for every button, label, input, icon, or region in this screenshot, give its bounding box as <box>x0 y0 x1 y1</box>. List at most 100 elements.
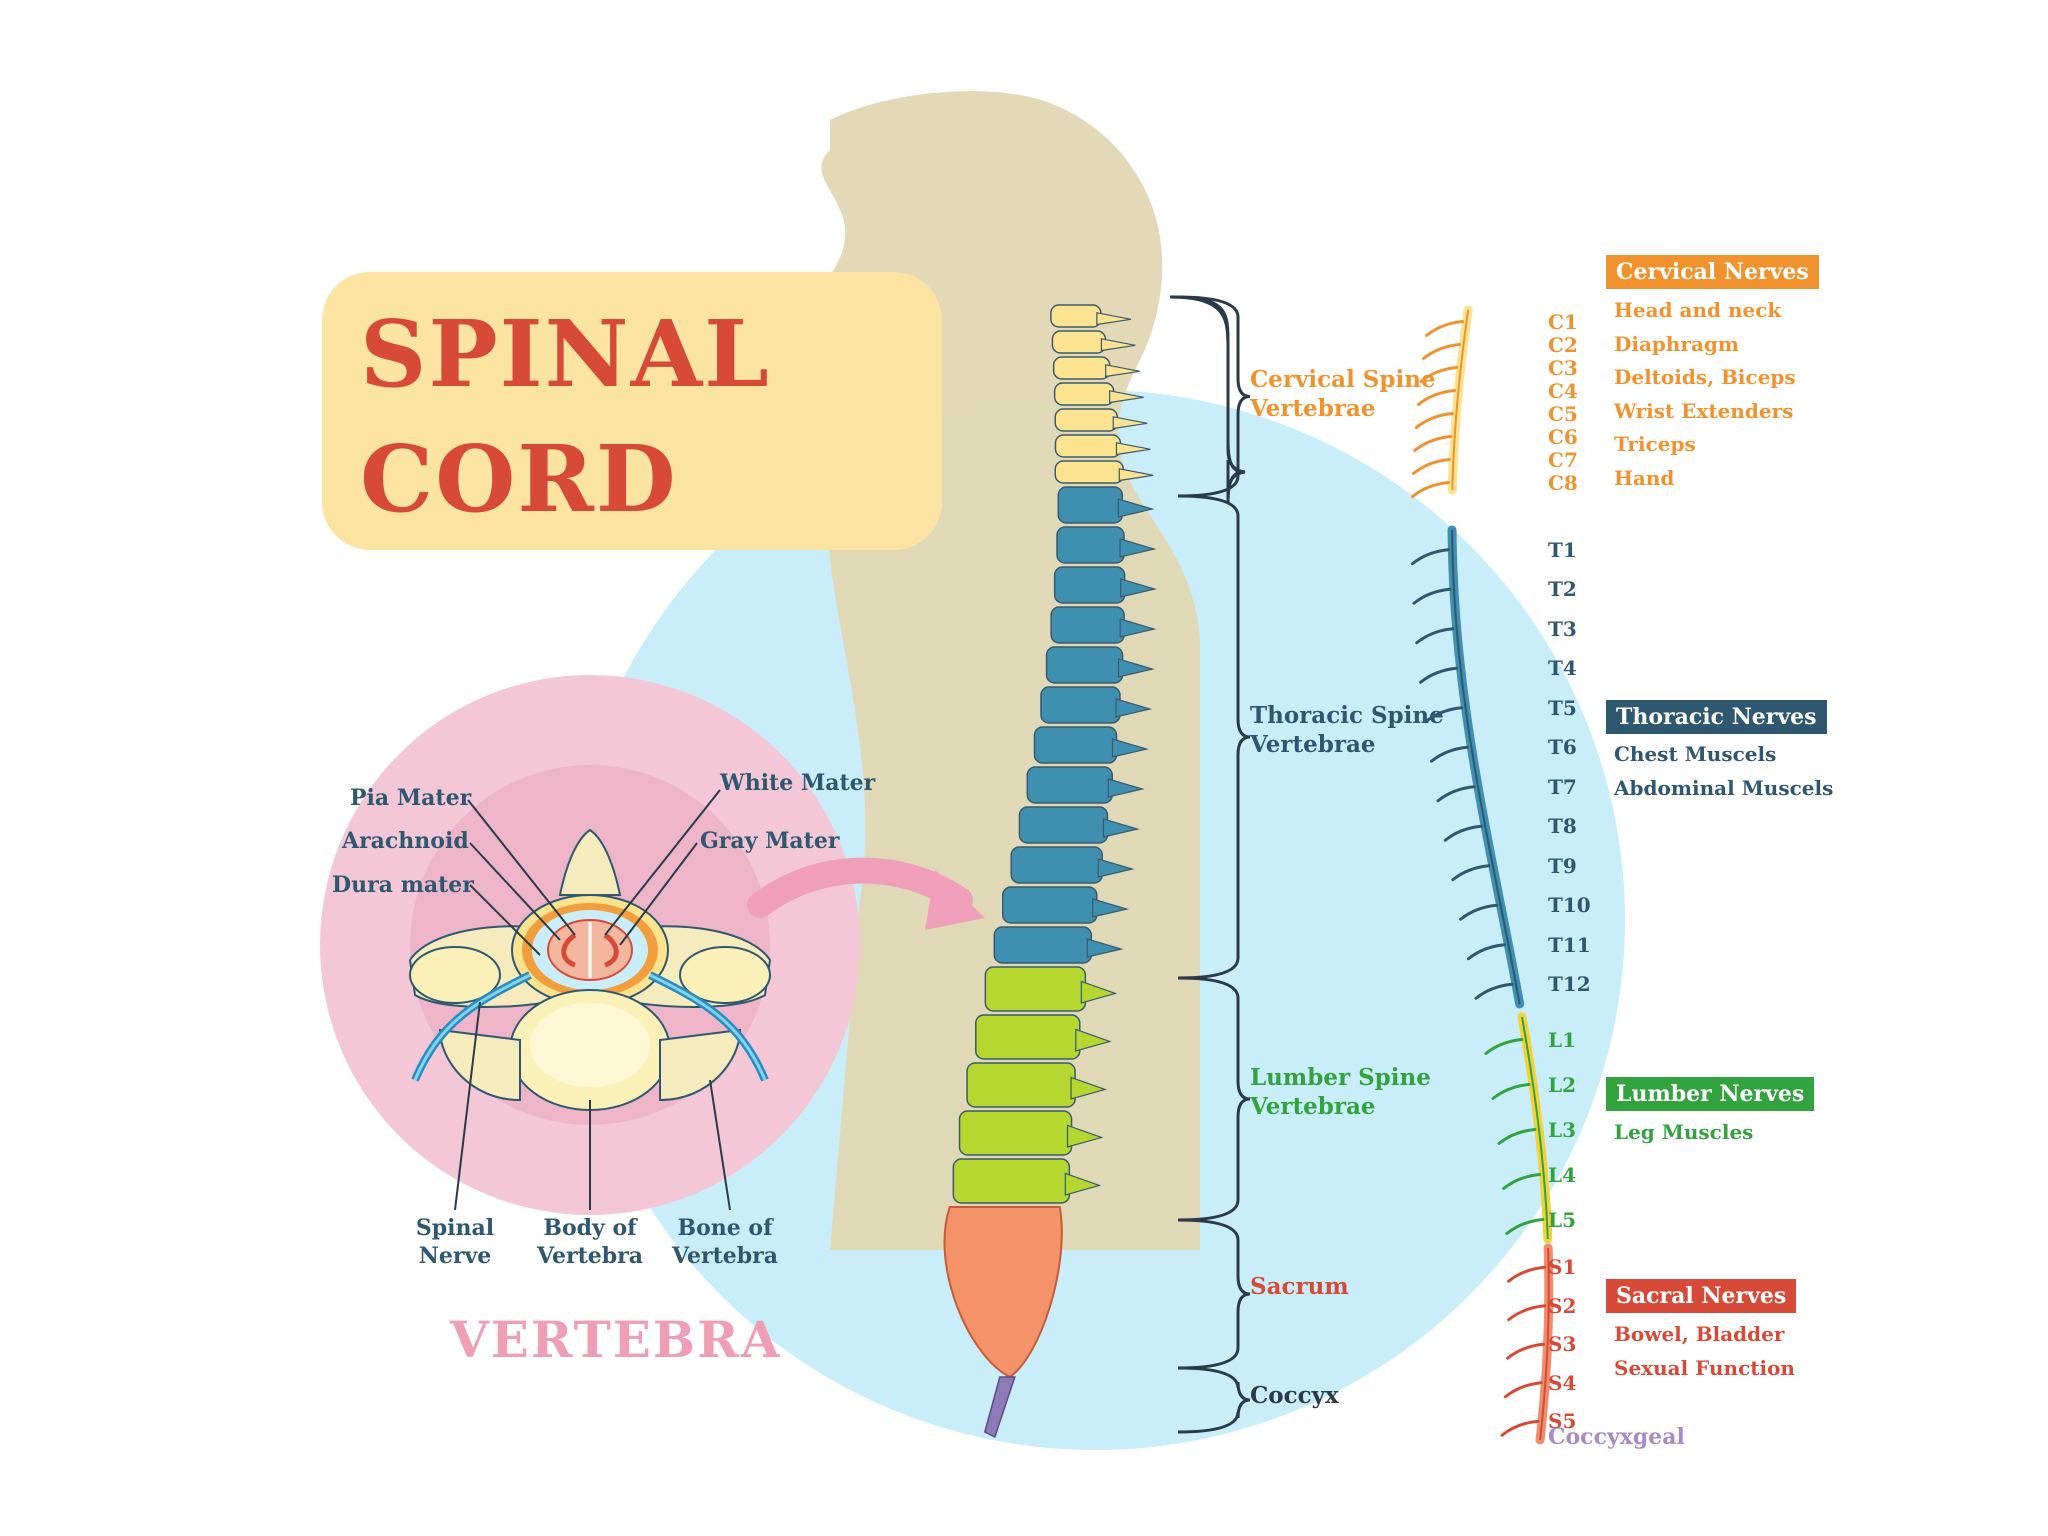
nerve-root-C7 <box>1411 458 1451 475</box>
region-cervical-line2: Vertebrae <box>1250 394 1376 422</box>
thoracic-vertebra-5 <box>1045 646 1155 684</box>
region-thoracic-line2: Vertebrae <box>1250 730 1376 758</box>
nerve-root-L5 <box>1505 1218 1545 1235</box>
cord-outline-3 <box>1539 1247 1550 1441</box>
thoracic-function-1: Chest Muscels <box>1614 742 1777 766</box>
label-bone-line1: Bone of <box>677 1215 773 1241</box>
thoracic-vertebra-7 <box>1033 726 1149 764</box>
cord-outline-0 <box>1451 309 1470 491</box>
segment-label-T12: T12 <box>1548 972 1591 997</box>
nerve-root-L2 <box>1491 1083 1531 1100</box>
nerve-root-C6 <box>1413 435 1453 452</box>
segment-label-T2: T2 <box>1548 577 1577 602</box>
segment-label-C1: C1 <box>1548 309 1578 334</box>
cord-outline-2 <box>1521 1016 1549 1240</box>
brace-1 <box>1177 295 1251 498</box>
segment-label-T1: T1 <box>1548 537 1577 562</box>
region-thoracic: Thoracic Spine Vertebrae <box>1250 702 1444 760</box>
thoracic-functions: Chest Muscels Abdominal Muscels <box>1614 738 1833 805</box>
region-thoracic-line1: Thoracic Spine <box>1250 702 1444 729</box>
vertebra-leader-lines <box>454 789 731 1211</box>
label-bone-of-vertebra: Bone of Vertebra <box>670 1215 780 1270</box>
cervical-functions: Head and neck Diaphragm Deltoids, Biceps… <box>1614 294 1796 495</box>
nerve-root-T9 <box>1451 864 1491 882</box>
spinal-cord-nerves <box>1410 305 1554 1445</box>
thoracic-vertebra-3 <box>1053 566 1157 604</box>
nerve-root-T1 <box>1410 548 1450 566</box>
cervical-function-2: Diaphragm <box>1614 331 1740 356</box>
nerve-root-L3 <box>1497 1128 1537 1145</box>
segment-label-T3: T3 <box>1548 616 1577 641</box>
nerve-root-T7 <box>1436 785 1476 803</box>
sacral-functions: Bowel, Bladder Sexual Function <box>1614 1318 1795 1385</box>
label-bone-line2: Vertebra <box>671 1242 779 1269</box>
thoracic-vertebra-9 <box>1018 806 1140 844</box>
nerve-root-T10 <box>1459 903 1499 921</box>
label-body-line1: Body of <box>543 1215 637 1241</box>
label-arachnoid: Arachnoid <box>342 828 469 854</box>
nerve-root-T12 <box>1474 982 1514 1000</box>
region-cervical-line1: Cervical Spine <box>1250 366 1436 393</box>
segment-label-T7: T7 <box>1548 774 1577 799</box>
label-spinal-nerve-line2: Nerve <box>418 1242 492 1269</box>
segment-label-S1: S1 <box>1548 1255 1577 1280</box>
nerve-root-L4 <box>1502 1173 1542 1190</box>
thoracic-function-2: Abdominal Muscels <box>1614 775 1834 800</box>
label-gray-mater: Gray Mater <box>700 828 840 854</box>
thoracic-vertebra-12 <box>993 926 1124 964</box>
cervical-function-5: Triceps <box>1614 432 1696 456</box>
vertebra-title: VERTEBRA <box>450 1310 782 1369</box>
nerve-root-L1 <box>1484 1038 1524 1055</box>
badge-sacral-nerves: Sacral Nerves <box>1606 1279 1797 1313</box>
cervical-function-6: Hand <box>1614 465 1675 490</box>
label-body-line2: Vertebra <box>536 1242 644 1269</box>
region-braces <box>1169 295 1246 505</box>
segment-label-L5: L5 <box>1548 1207 1576 1232</box>
region-lumber-line1: Lumber Spine <box>1250 1064 1431 1091</box>
label-body-of-vertebra: Body of Vertebra <box>535 1215 645 1270</box>
nerve-root-C1 <box>1425 320 1465 337</box>
segment-label-T4: T4 <box>1548 656 1577 681</box>
label-dura-mater: Dura mater <box>332 872 474 898</box>
cord-segment-0 <box>1447 305 1473 495</box>
thoracic-vertebra-6 <box>1040 686 1153 724</box>
lumbar-vertebra-3 <box>966 1062 1108 1108</box>
thoracic-vertebra-1 <box>1057 486 1155 524</box>
brace-5 <box>1177 1366 1251 1434</box>
segment-label-C6: C6 <box>1548 424 1578 449</box>
brace-4 <box>1177 1218 1251 1370</box>
thoracic-vertebra-10 <box>1010 846 1135 884</box>
cervical-vertebra-4 <box>1053 382 1144 406</box>
badge-lumber-nerves: Lumber Nerves <box>1606 1077 1815 1111</box>
label-spinal-nerve: Spinal Nerve <box>405 1215 505 1270</box>
label-white-mater: White Mater <box>720 770 876 796</box>
nerve-root-T4 <box>1419 666 1459 684</box>
thoracic-vertebra-8 <box>1026 766 1145 804</box>
segment-label-T9: T9 <box>1548 853 1577 878</box>
nerve-root-S2 <box>1507 1304 1547 1322</box>
brace-3 <box>1177 976 1251 1222</box>
cervical-vertebra-3 <box>1052 356 1140 380</box>
nerve-root-C2 <box>1422 343 1462 360</box>
segment-label-T8: T8 <box>1548 814 1577 839</box>
thoracic-vertebra-4 <box>1050 606 1157 644</box>
nerve-root-T2 <box>1412 587 1452 605</box>
lumbar-vertebra-4 <box>958 1110 1104 1156</box>
thoracic-vertebra-2 <box>1056 526 1157 564</box>
nerve-root-T11 <box>1466 943 1506 961</box>
nerve-root-C4 <box>1416 389 1456 406</box>
title-line-1: SPINAL <box>360 300 771 408</box>
cervical-vertebra-5 <box>1054 408 1148 432</box>
nerve-root-T3 <box>1415 627 1455 645</box>
segment-label-T6: T6 <box>1548 735 1577 760</box>
lumber-function-1: Leg Muscles <box>1614 1120 1754 1144</box>
nerve-root-T5 <box>1424 706 1464 724</box>
label-spinal-nerve-line1: Spinal <box>415 1215 495 1241</box>
segment-label-S5: S5 <box>1548 1409 1577 1434</box>
segment-label-L4: L4 <box>1548 1162 1576 1187</box>
region-cervical: Cervical Spine Vertebrae <box>1250 366 1436 424</box>
region-sacrum: Sacrum <box>1250 1273 1349 1300</box>
thoracic-vertebra-11 <box>1002 886 1130 924</box>
nerve-root-C8 <box>1411 481 1451 498</box>
nerve-root-S1 <box>1507 1265 1547 1283</box>
